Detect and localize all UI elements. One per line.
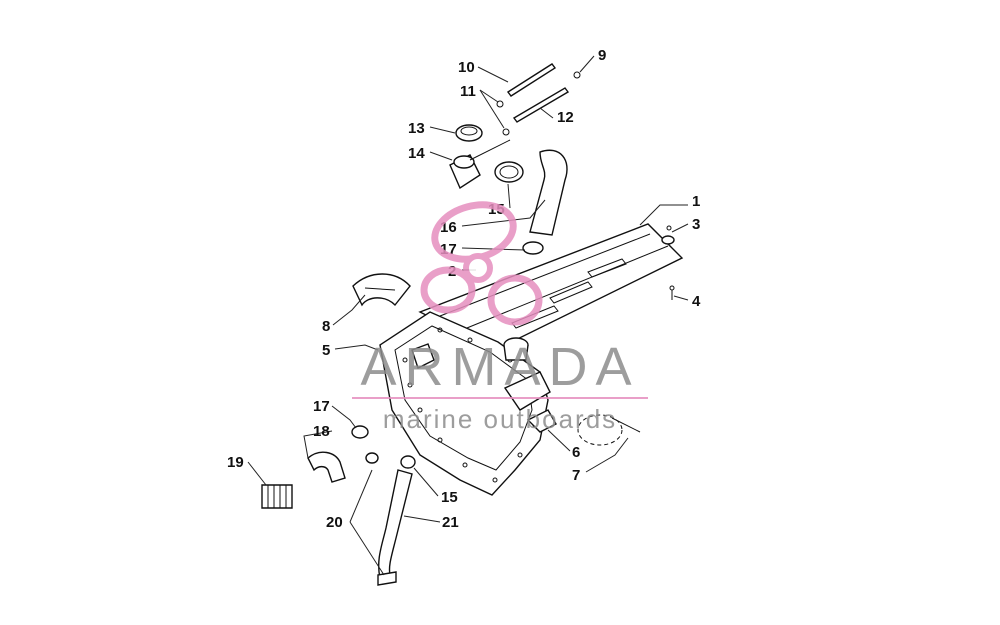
filler-neck: [449, 139, 511, 190]
callout-5: 5: [322, 342, 330, 359]
callout-13: 13: [408, 120, 425, 137]
callout-21: 21: [442, 514, 459, 531]
callout-4: 4: [692, 293, 701, 310]
callout-1: 1: [692, 193, 700, 210]
callout-20: 20: [326, 514, 343, 531]
callout-6: 6: [572, 444, 580, 461]
upper-hose: [522, 149, 568, 255]
hose-clamp-top: [494, 161, 524, 183]
callout-17-bottom: 17: [313, 398, 330, 415]
callout-8: 8: [322, 318, 330, 335]
callout-10: 10: [458, 59, 475, 76]
overflow-tube-lower: [512, 87, 570, 123]
callout-18: 18: [313, 423, 330, 440]
small-clamps: [496, 71, 581, 136]
leader-lines: [247, 55, 689, 576]
watermark-title: ARMADA: [360, 337, 639, 397]
callout-9: 9: [598, 47, 606, 64]
callout-11: 11: [460, 83, 476, 100]
overflow-tube-upper: [506, 63, 557, 97]
callout-12: 12: [557, 109, 574, 126]
callout-15-bottom: 15: [441, 489, 458, 506]
outlet-plate: [526, 409, 641, 446]
armada-watermark: ARMADA marine outboards: [352, 201, 648, 434]
callout-19: 19: [227, 454, 244, 471]
watermark-subtitle: marine outboards: [383, 404, 617, 434]
callout-7: 7: [572, 467, 580, 484]
lower-hoses: [261, 425, 416, 586]
foam-pad: [352, 273, 411, 307]
heat-exchanger-body: [379, 223, 684, 496]
radiator-cap: [455, 124, 483, 142]
callout-14: 14: [408, 145, 425, 162]
fasteners-right: [661, 225, 675, 300]
callout-3: 3: [692, 216, 700, 233]
